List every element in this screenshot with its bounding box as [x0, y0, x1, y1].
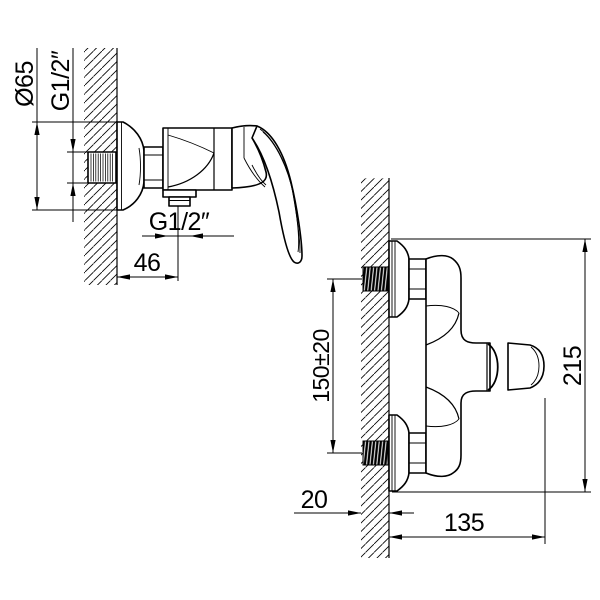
dim-label-inlet-thread: G1/2″ [47, 50, 75, 111]
dim-label-depth: 135 [444, 509, 484, 537]
inlet-thread-top [362, 266, 389, 292]
dim-inlet-spacing: 150±20 [308, 278, 362, 454]
dim-inlet-thread: G1/2″ [47, 48, 90, 222]
mounting-nut-top [408, 258, 427, 300]
dim-label-escutcheon-diameter: Ø65 [11, 61, 39, 107]
wall-section-front [361, 178, 389, 558]
escutcheon-top [388, 240, 410, 318]
lever-handle [231, 124, 303, 264]
dim-overall-height: 215 [391, 238, 591, 493]
valve-body [162, 127, 233, 191]
shower-outlet [162, 189, 197, 207]
dim-label-overall-height: 215 [559, 346, 587, 386]
dim-outlet-offset: 46 [117, 249, 178, 280]
knob-handle [486, 342, 545, 391]
handle-cap [231, 124, 268, 189]
dim-outlet-thread: G1/2″ [142, 206, 234, 281]
dim-label-inlet-spacing: 150±20 [308, 329, 334, 403]
side-view: Ø65 G1/2″ G1/2″ 46 [11, 48, 303, 285]
mounting-nut [143, 146, 164, 189]
inlet-thread-bottom [362, 440, 389, 466]
inlet-pipe-thread [87, 151, 117, 184]
knob-cap [507, 342, 545, 391]
dim-wall-thickness: 20 [294, 486, 414, 516]
dim-escutcheon-diameter: Ø65 [11, 48, 121, 211]
front-view: 150±20 215 20 135 [294, 178, 591, 558]
mixer-body [425, 254, 491, 478]
escutcheon-bottom [388, 414, 410, 492]
mounting-nut-bottom [408, 432, 427, 474]
dim-depth: 135 [389, 398, 546, 544]
dim-label-outlet-thread: G1/2″ [149, 208, 210, 236]
dim-label-wall-thickness: 20 [301, 486, 328, 514]
dim-label-outlet-offset: 46 [134, 249, 161, 277]
